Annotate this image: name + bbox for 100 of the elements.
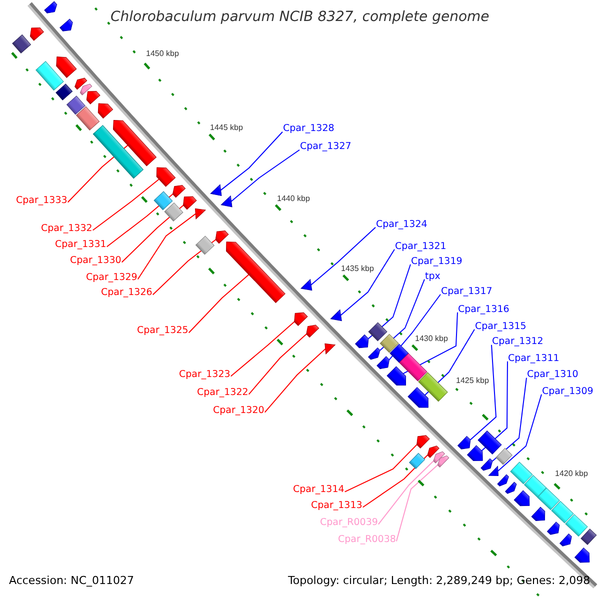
gene-block bbox=[416, 435, 430, 448]
leader-line bbox=[152, 239, 216, 296]
gene-triangle bbox=[300, 279, 312, 291]
gene-triangle bbox=[210, 184, 222, 196]
gene-triangle bbox=[488, 466, 498, 476]
tick-label: 1430 kbp bbox=[415, 334, 448, 344]
leader-line bbox=[106, 194, 174, 248]
category-diamond bbox=[164, 202, 184, 222]
leader-line bbox=[188, 274, 250, 334]
category-block bbox=[580, 528, 597, 545]
gene-block bbox=[560, 534, 572, 546]
gene-block bbox=[531, 506, 546, 521]
leader-line bbox=[264, 348, 326, 413]
gene-label: Cpar_1331 bbox=[55, 240, 106, 251]
gene-label: Cpar_1310 bbox=[527, 370, 578, 381]
gene-triangle bbox=[220, 196, 232, 208]
gene-label: tpx bbox=[425, 272, 440, 282]
gene-label: Cpar_1312 bbox=[492, 337, 544, 348]
gene-block bbox=[215, 230, 229, 244]
category-block bbox=[56, 84, 73, 100]
gene-block bbox=[172, 184, 186, 198]
gene-label: Cpar_1321 bbox=[395, 242, 446, 252]
gene-block bbox=[433, 451, 445, 464]
gene-triangle bbox=[195, 208, 206, 220]
gene-label: Cpar_1332 bbox=[41, 224, 92, 234]
gene-label: Cpar_1309 bbox=[542, 386, 594, 398]
gene-triangle bbox=[324, 343, 336, 354]
gene-label: Cpar_1320 bbox=[213, 406, 264, 416]
gene-label: Cpar_1311 bbox=[508, 354, 560, 364]
gene-block bbox=[458, 436, 471, 450]
category-block bbox=[565, 514, 588, 536]
category-diamond bbox=[66, 96, 86, 115]
category-block bbox=[496, 448, 512, 465]
gene-block bbox=[355, 334, 369, 348]
leader-line bbox=[396, 464, 438, 542]
gene-label: Cpar_1313 bbox=[311, 500, 362, 512]
gene-block bbox=[437, 455, 450, 468]
leader-line bbox=[220, 131, 283, 191]
leader-line bbox=[378, 460, 434, 525]
leader-line bbox=[362, 454, 428, 508]
category-block bbox=[551, 500, 574, 524]
tick-label: 1425 kbp bbox=[456, 376, 489, 385]
gene-label: Cpar_R0038 bbox=[338, 534, 396, 546]
category-diamond bbox=[380, 334, 399, 353]
gene-label: Cpar_1324 bbox=[376, 220, 428, 230]
gene-label: Cpar_1319 bbox=[411, 256, 462, 268]
gene-label: Cpar_1316 bbox=[458, 304, 510, 316]
gene-block bbox=[467, 445, 483, 461]
gene-block bbox=[226, 242, 286, 303]
gene-label: Cpar_1329 bbox=[86, 272, 138, 284]
gene-label: Cpar_1317 bbox=[441, 286, 492, 298]
gene-block bbox=[74, 78, 88, 90]
leader-line bbox=[230, 321, 295, 377]
leader-line bbox=[388, 294, 441, 360]
leader-line bbox=[137, 213, 196, 280]
category-block bbox=[478, 430, 502, 454]
leader-line bbox=[310, 226, 376, 286]
leader-line bbox=[492, 377, 527, 462]
leader-line bbox=[121, 204, 184, 263]
leader-line bbox=[368, 264, 411, 340]
gene-block bbox=[30, 28, 44, 41]
category-block bbox=[537, 488, 560, 510]
gene-block bbox=[546, 522, 560, 535]
tick-label: 1450 kbp bbox=[146, 49, 179, 58]
gene-block bbox=[113, 120, 156, 166]
gene-block bbox=[44, 1, 58, 14]
category-diamond bbox=[368, 322, 388, 342]
leader-line bbox=[340, 248, 395, 316]
gene-label: Cpar_1333 bbox=[16, 196, 68, 206]
gene-block bbox=[386, 366, 406, 386]
gene-block bbox=[427, 446, 440, 458]
category-block bbox=[510, 462, 533, 484]
gene-label: Cpar_1330 bbox=[70, 256, 122, 266]
gene-block bbox=[60, 18, 73, 32]
gene-block bbox=[505, 482, 517, 494]
category-block bbox=[524, 475, 546, 498]
category-diamond bbox=[154, 191, 173, 210]
category-block bbox=[36, 61, 64, 90]
gene-label: Cpar_1328 bbox=[283, 124, 334, 135]
tick-label: 1445 kbp bbox=[210, 123, 243, 132]
tick-label: 1440 kbp bbox=[277, 194, 310, 204]
category-diamond bbox=[390, 344, 409, 363]
gene-block bbox=[183, 196, 197, 210]
gene-block bbox=[98, 103, 114, 118]
footer-text: Topology: circular; Length: 2,289,249 bp; Genes: 2,098 bbox=[288, 574, 590, 588]
gene-block bbox=[574, 548, 590, 563]
gene-label: Cpar_1326 bbox=[101, 288, 152, 299]
gene-block bbox=[56, 56, 77, 78]
gene-block bbox=[156, 167, 176, 187]
gene-label: Cpar_1323 bbox=[179, 370, 230, 380]
tick-label: 1420 kbp bbox=[555, 468, 588, 478]
category-block bbox=[92, 125, 144, 179]
footer-text: Accession: NC_011027 bbox=[9, 574, 134, 588]
gene-block bbox=[408, 387, 428, 408]
leader-line bbox=[230, 149, 300, 202]
gene-label: Cpar_1327 bbox=[300, 142, 352, 153]
category-block bbox=[409, 453, 426, 470]
category-diamond bbox=[196, 236, 214, 255]
gene-triangle bbox=[330, 310, 342, 321]
category-diamond bbox=[12, 34, 31, 54]
